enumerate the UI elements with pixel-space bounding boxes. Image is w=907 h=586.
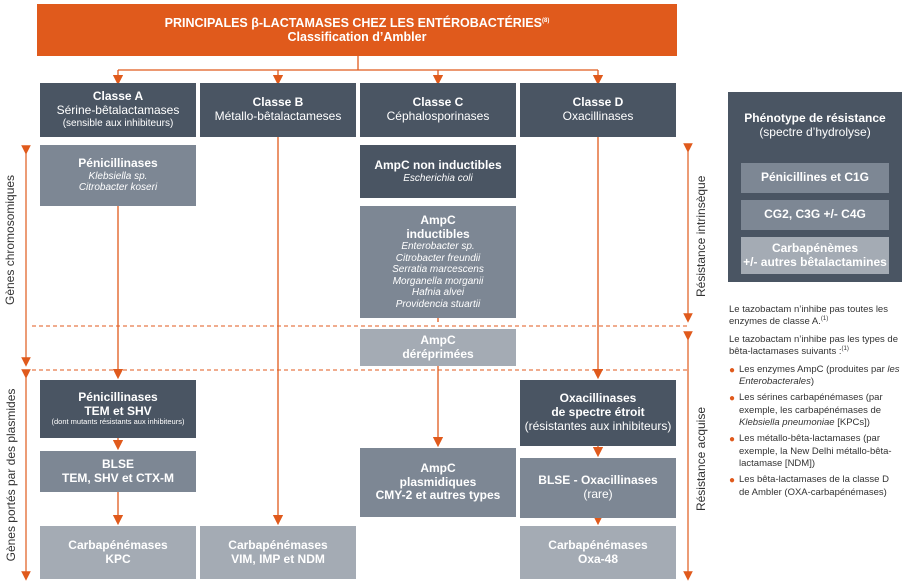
title-line2: Classification d’Ambler — [287, 30, 427, 44]
box-a-pen-l2: Citrobacter koseri — [78, 182, 158, 194]
note-bullet: ●Les sérines carbapénémases (par exemple… — [729, 392, 883, 429]
note-bullet: ●Les enzymes AmpC (produites par les Ent… — [729, 363, 900, 388]
box-a-pen-l1: Klebsiella sp. — [88, 170, 148, 182]
label-plasmid: Gènes portés par des plasmides — [4, 388, 18, 562]
box-d-carb-t2: Oxa-48 — [577, 551, 619, 566]
box-c-plasmidiques: AmpC plasmidiques CMY-2 et autres types — [360, 448, 516, 517]
box-a-blse-t1: BLSE — [101, 456, 134, 471]
class-c-header: Classe C Céphalosporinases — [360, 83, 516, 137]
box-a-blse: BLSE TEM, SHV et CTX-M — [40, 451, 196, 492]
species-item: Providencia stuartii — [395, 298, 481, 310]
class-c-desc: Céphalosporinases — [386, 109, 490, 123]
note-list: ●Les enzymes AmpC (produites par les Ent… — [729, 364, 901, 499]
legend-item-light: Carbapénèmes +/- autres bêtalactamines — [741, 237, 889, 274]
box-a-tem-shv: Pénicillinases TEM et SHV (dont mutants … — [40, 380, 196, 438]
title-line1: PRINCIPALES β-LACTAMASES CHEZ LES ENTÉRO… — [164, 15, 542, 30]
box-a-carb-t1: Carbapénémases — [68, 537, 168, 552]
box-d-blse-oxa: BLSE - Oxacillinases (rare) — [520, 458, 676, 518]
species-item: Morganella morganii — [392, 275, 484, 287]
box-c-plasm-t3: CMY-2 et autres types — [375, 488, 501, 503]
species-item: Enterobacter sp. — [401, 241, 475, 253]
note-p1: Le tazobactam n’inhibe pas toutes les en… — [729, 304, 888, 328]
legend-item-2: CG2, C3G +/- C4G — [764, 207, 866, 222]
box-a-tem-t1: Pénicillinases — [78, 389, 158, 404]
box-a-blse-t2: TEM, SHV et CTX-M — [61, 470, 174, 485]
label-chromosomic: Gènes chromosomiques — [3, 174, 17, 305]
class-d-desc: Oxacillinases — [562, 109, 634, 123]
legend-header: Phénotype de résistance (spectre d’hydro… — [728, 106, 902, 146]
box-d-blse-t1: BLSE - Oxacillinases — [538, 473, 658, 488]
box-a-penicillinases: Pénicillinases Klebsiella sp. Citrobacte… — [40, 145, 196, 206]
species-item: Serratia marcescens — [392, 264, 484, 276]
notes-panel: Le tazobactam n’inhibe pas toutes les en… — [729, 304, 901, 503]
class-a-desc: Sérine-bêtalactamases — [56, 103, 180, 118]
title-ref: (8) — [541, 17, 550, 24]
box-c-plasm-t1: AmpC — [420, 460, 456, 475]
box-c-induc-t1: AmpC — [420, 212, 456, 227]
box-d-oxacillinases: Oxacillinases de spectre étroit (résista… — [520, 380, 676, 446]
class-a-header: Classe A Sérine-bêtalactamases (sensible… — [40, 83, 196, 137]
box-a-carbapenemases: Carbapénémases KPC — [40, 526, 196, 579]
class-d-header: Classe D Oxacillinases — [520, 83, 676, 137]
diagram-title: PRINCIPALES β-LACTAMASES CHEZ LES ENTÉRO… — [37, 4, 677, 56]
box-d-oxa-t1: Oxacillinases — [559, 391, 637, 406]
legend-item-3: Carbapénèmes — [771, 240, 859, 255]
class-b-name: Classe B — [252, 95, 304, 110]
class-d-name: Classe D — [572, 95, 624, 110]
legend-item-1: Pénicillines et C1G — [760, 170, 870, 185]
legend-subtitle: (spectre d’hydrolyse) — [759, 125, 871, 139]
box-d-oxa-t2: de spectre étroit — [551, 405, 645, 420]
class-a-name: Classe A — [92, 89, 144, 104]
box-c-inductibles: AmpC inductibles Enterobacter sp. Citrob… — [360, 206, 516, 318]
box-d-carb-t1: Carbapénémases — [548, 537, 648, 552]
box-c-dereprimees: AmpC déréprimées — [360, 329, 516, 366]
box-c-derep-t2: déréprimées — [402, 346, 474, 361]
box-c-non-inductibles: AmpC non inductibles Escherichia coli — [360, 145, 516, 198]
legend-item-mid2: CG2, C3G +/- C4G — [741, 200, 889, 230]
box-c-induc-t2: inductibles — [406, 226, 470, 241]
legend-item-4: +/- autres bêtalactamines — [743, 254, 887, 269]
species-item: Citrobacter freundii — [395, 252, 481, 264]
legend-item-mid: Pénicillines et C1G — [741, 163, 889, 193]
note-p2: Le tazobactam n’inhibe pas les types de … — [729, 333, 898, 358]
box-c-derep-t1: AmpC — [420, 332, 456, 347]
box-a-tem-note: (dont mutants résistants aux inhibiteurs… — [51, 417, 185, 427]
note-bullet: ●Les métallo-bêta-lactamases (par exempl… — [729, 433, 892, 470]
label-acquired: Résistance acquise — [694, 406, 708, 512]
box-d-carbapenemases: Carbapénémases Oxa-48 — [520, 526, 676, 579]
box-a-tem-t2: TEM et SHV — [84, 403, 152, 418]
note-bullet: ●Les bêta-lactamases de la classe D de A… — [729, 474, 889, 498]
box-c-noninduc-l1: Escherichia coli — [403, 172, 473, 184]
box-c-plasm-t2: plasmidiques — [399, 474, 477, 489]
label-intrinsic: Résistance intrinsèque — [694, 175, 708, 297]
box-b-carb-t1: Carbapénémases — [228, 537, 328, 552]
legend-title: Phénotype de résistance — [744, 111, 886, 126]
species-item: Hafnia alvei — [411, 287, 465, 299]
class-a-note: (sensible aux inhibiteurs) — [62, 118, 174, 130]
box-a-pen-title: Pénicillinases — [78, 156, 158, 171]
box-b-carb-t2: VIM, IMP et NDM — [231, 551, 325, 566]
box-d-oxa-t3: (résistantes aux inhibiteurs) — [524, 418, 672, 433]
box-c-noninduc-title: AmpC non inductibles — [374, 157, 502, 172]
class-c-name: Classe C — [412, 95, 464, 110]
box-b-carbapenemases: Carbapénémases VIM, IMP et NDM — [200, 526, 356, 579]
class-b-header: Classe B Métallo-bêtalactameses — [200, 83, 356, 137]
box-d-blse-t2: (rare) — [583, 487, 613, 501]
box-a-carb-t2: KPC — [105, 551, 131, 566]
class-b-desc: Métallo-bêtalactameses — [214, 109, 342, 123]
